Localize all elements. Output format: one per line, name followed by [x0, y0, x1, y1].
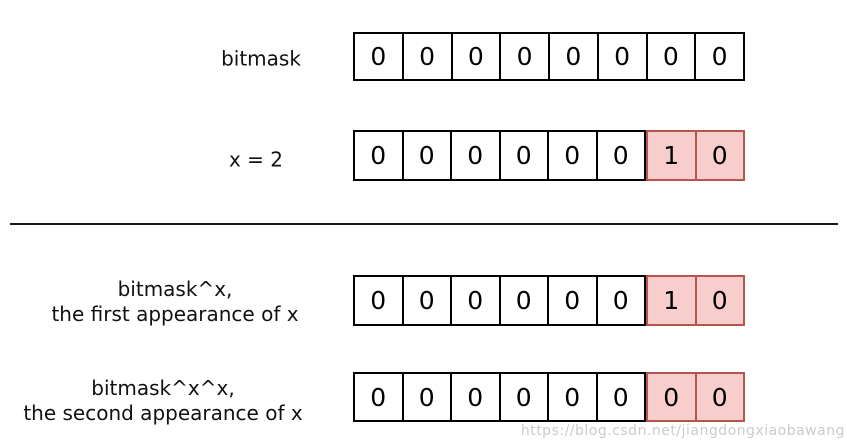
bit-cell: 0: [595, 275, 646, 326]
bit-cell: 0: [353, 275, 404, 326]
bit-cell: 0: [499, 32, 550, 81]
bit-cell: 0: [450, 372, 501, 422]
bit-cell: 1: [646, 130, 697, 181]
bit-cell: 1: [646, 275, 697, 326]
label-bitmask-xor-x: bitmask^x, the first appearance of x: [51, 277, 298, 327]
label-bitmask-xor-x-xor-x-line2: the second appearance of x: [23, 401, 303, 425]
bit-cell: 0: [353, 130, 404, 181]
bit-cell: 0: [595, 372, 646, 422]
bit-cell: 0: [450, 32, 502, 81]
label-bitmask-xor-x-xor-x: bitmask^x^x, the second appearance of x: [23, 376, 302, 426]
watermark-url: https://blog.csdn.net/jiangdongxiaobawan…: [520, 423, 845, 439]
bit-cell: 0: [694, 130, 745, 181]
bit-cell: 0: [547, 130, 598, 181]
label-bitmask: bitmask: [221, 47, 301, 72]
label-bitmask-xor-x-line2: the first appearance of x: [51, 302, 299, 326]
bit-cell: 0: [401, 32, 453, 81]
bit-cell: 0: [401, 275, 452, 326]
bit-cell: 0: [595, 130, 646, 181]
bit-cell: 0: [547, 372, 598, 422]
bit-cell: 0: [401, 372, 452, 422]
bit-cell: 0: [353, 372, 404, 422]
bit-row-x-equals-2: 0 0 0 0 0 0 1 0: [353, 130, 745, 181]
label-bitmask-xor-x-xor-x-line1: bitmask^x^x,: [91, 376, 235, 400]
bit-cell: 0: [450, 130, 501, 181]
bit-cell: 0: [401, 130, 452, 181]
label-x-equals-2: x = 2: [229, 148, 283, 173]
bit-cell: 0: [645, 32, 697, 81]
bit-row-bitmask-xor-x: 0 0 0 0 0 0 1 0: [353, 275, 745, 326]
bit-cell: 0: [498, 372, 549, 422]
bit-row-bitmask: 0 0 0 0 0 0 0 0: [353, 32, 745, 81]
bit-cell: 0: [498, 275, 549, 326]
label-bitmask-line1: bitmask: [221, 46, 301, 71]
bit-cell: 0: [596, 32, 648, 81]
bit-cell: 0: [498, 130, 549, 181]
bit-cell: 0: [694, 372, 745, 422]
bit-cell: 0: [450, 275, 501, 326]
label-bitmask-xor-x-line1: bitmask^x,: [117, 277, 233, 301]
bit-cell: 0: [353, 32, 404, 81]
section-divider: [10, 223, 838, 225]
bit-row-bitmask-xor-x-xor-x: 0 0 0 0 0 0 0 0: [353, 372, 745, 422]
label-x-equals-2-line1: x = 2: [228, 147, 284, 172]
bit-cell: 0: [646, 372, 697, 422]
bit-cell: 0: [548, 32, 599, 81]
bit-cell: 0: [547, 275, 598, 326]
bit-cell: 0: [694, 32, 745, 81]
bit-cell: 0: [694, 275, 745, 326]
